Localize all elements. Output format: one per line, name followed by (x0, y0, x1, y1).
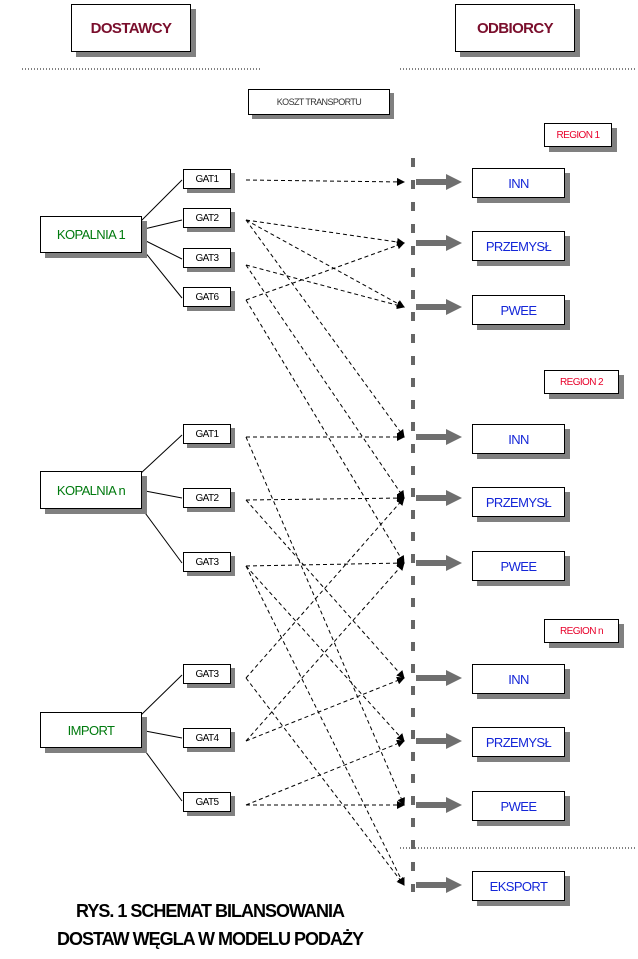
branch-k1-gat6 (139, 245, 183, 299)
region-2-pwee: PWEE (472, 551, 565, 581)
region-n-pwee: PWEE (472, 791, 565, 821)
branch-k1-gat1 (139, 179, 183, 223)
flow-kng2-rninn (245, 499, 405, 679)
grade-k1-gat3: GAT3 (183, 248, 231, 268)
delivery-arrow-r2prz (416, 490, 462, 506)
supplier-kopalnia-n: KOPALNIA n (40, 471, 142, 509)
export-box: EKSPORT (472, 871, 565, 901)
flow-arrows (245, 177, 405, 886)
branch-lines (139, 179, 183, 802)
flow-img3-r2prz (245, 497, 405, 679)
flow-k1g2-r1prz (245, 219, 405, 246)
branch-imp-gat4 (139, 729, 183, 739)
consumers-header: ODBIORCY (455, 4, 575, 52)
delivery-arrow-r2inn (416, 429, 462, 445)
branch-kn-gat3 (139, 505, 183, 564)
grade-k1-gat1: GAT1 (183, 169, 231, 189)
grade-kn-gat1: GAT1 (183, 424, 231, 444)
region-1-przemysl: PRZEMYSŁ (472, 231, 565, 261)
branch-imp-gat3 (139, 674, 183, 717)
flow-k1g2-r2inn (245, 219, 405, 438)
region-2-inn: INN (472, 424, 565, 454)
region-2-przemysl: PRZEMYSŁ (472, 487, 565, 517)
branch-k1-gat3 (139, 237, 183, 260)
flow-img5-rnprz (245, 739, 405, 806)
grade-kn-gat2: GAT2 (183, 488, 231, 508)
region-1-inn: INN (472, 168, 565, 198)
transport-cost-label: KOSZT TRANSPORTU (248, 89, 390, 115)
grade-imp-gat4: GAT4 (183, 728, 231, 748)
region-1-pwee: PWEE (472, 295, 565, 325)
flow-img4-rninn (245, 676, 405, 742)
delivery-arrow-r2pwe (416, 555, 462, 571)
flow-k1g6-r2pwe (245, 299, 405, 564)
delivery-arrow-r1prz (416, 235, 462, 251)
supplier-import: IMPORT (40, 712, 142, 748)
branch-kn-gat1 (139, 434, 183, 475)
flow-kng1-rnpwe (245, 436, 405, 806)
figure-caption-line2: DOSTAW WĘGLA W MODELU PODAŻY (57, 929, 364, 949)
delivery-arrows (416, 174, 462, 893)
flow-k1g3-r1pwe (245, 264, 405, 310)
delivery-arrow-rnpwe (416, 797, 462, 813)
region-n-inn: INN (472, 664, 565, 694)
delivery-arrow-exp (416, 877, 462, 893)
flow-k1g2-r1pwe (245, 219, 405, 308)
region-2-label: REGION 2 (544, 370, 619, 394)
flow-kng3-r2pwe (245, 559, 405, 568)
suppliers-header: DOSTAWCY (71, 4, 191, 52)
flow-kng3-exp (245, 565, 405, 886)
figure-caption-line1: RYS. 1 SCHEMAT BILANSOWANIA (75, 901, 345, 921)
supplier-kopalnia-1: KOPALNIA 1 (40, 216, 142, 253)
branch-kn-gat2 (139, 489, 183, 499)
region-1-label: REGION 1 (544, 123, 612, 147)
delivery-arrow-rnprz (416, 733, 462, 749)
delivery-arrow-r1pwe (416, 299, 462, 315)
delivery-arrow-rninn (416, 670, 462, 686)
flow-kng3-rnprz (245, 565, 405, 742)
grade-imp-gat5: GAT5 (183, 792, 231, 812)
flow-img4-r2pwe (245, 562, 405, 742)
delivery-arrow-r1inn (416, 174, 462, 190)
flow-kng2-r2prz (245, 494, 405, 503)
grade-k1-gat6: GAT6 (183, 287, 231, 307)
region-n-przemysl: PRZEMYSŁ (472, 727, 565, 757)
branch-imp-gat5 (139, 743, 183, 802)
grade-k1-gat2: GAT2 (183, 208, 231, 228)
grade-imp-gat3: GAT3 (183, 664, 231, 684)
region-n-label: REGION n (544, 619, 619, 643)
flow-img3-exp (245, 677, 405, 886)
branch-k1-gat2 (139, 219, 183, 231)
grade-kn-gat3: GAT3 (183, 552, 231, 572)
flow-k1g1-r1inn (245, 177, 405, 186)
flow-k1g3-r2prz (245, 264, 405, 499)
